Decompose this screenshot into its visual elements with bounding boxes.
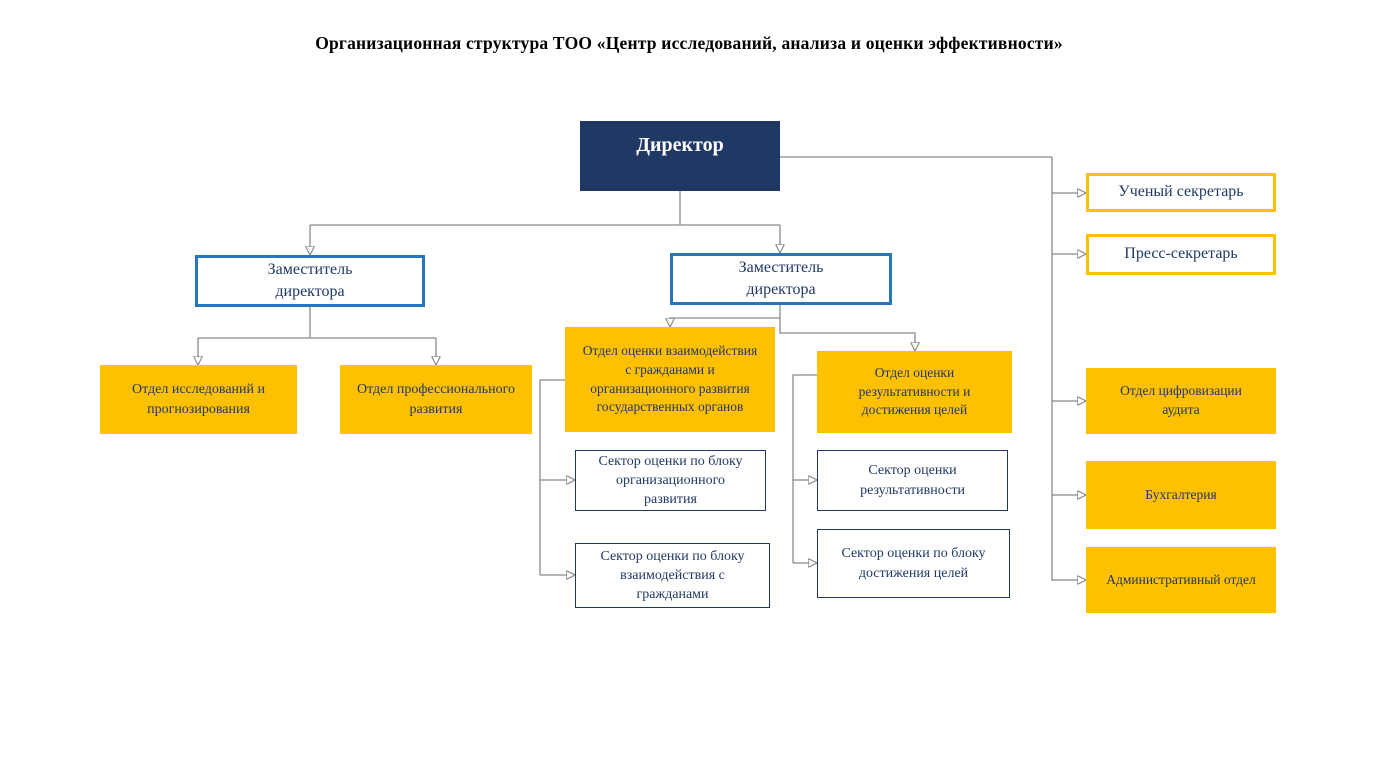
node-deputy-director-right: Заместитель директора	[670, 253, 892, 305]
connector-arrow-dept-interaction	[670, 305, 781, 319]
node-sector-org-development: Сектор оценки по блоку организационного …	[575, 450, 766, 511]
node-director: Директор	[580, 121, 780, 191]
node-dept-research-forecasting: Отдел исследований и прогнозирования	[100, 365, 297, 434]
connector-arrow-dept-results	[779, 318, 915, 343]
page-title: Организационная структура ТОО «Центр исс…	[315, 33, 1063, 53]
connector-interaction-trunk	[539, 379, 565, 575]
node-sector-goals: Сектор оценки по блоку достижения целей	[817, 529, 1010, 598]
node-dept-administrative: Административный отдел	[1086, 547, 1276, 613]
node-sector-results: Сектор оценки результативности	[817, 450, 1008, 511]
node-dept-results-goals: Отдел оценки результативности и достижен…	[817, 351, 1012, 433]
node-press-secretary: Пресс-секретарь	[1086, 234, 1276, 275]
connector-results-trunk	[792, 374, 817, 563]
node-sector-citizen-interaction: Сектор оценки по блоку взаимодействия с …	[575, 543, 770, 608]
node-dept-professional-development: Отдел профессионального развития	[340, 365, 532, 434]
node-dept-accounting: Бухгалтерия	[1086, 461, 1276, 529]
node-dept-citizen-interaction: Отдел оценки взаимодействия с гражданами…	[565, 327, 775, 432]
node-dept-audit-digitalization: Отдел цифровизации аудита	[1086, 368, 1276, 434]
node-deputy-director-left: Заместитель директора	[195, 255, 425, 307]
node-scientific-secretary: Ученый секретарь	[1086, 173, 1276, 212]
